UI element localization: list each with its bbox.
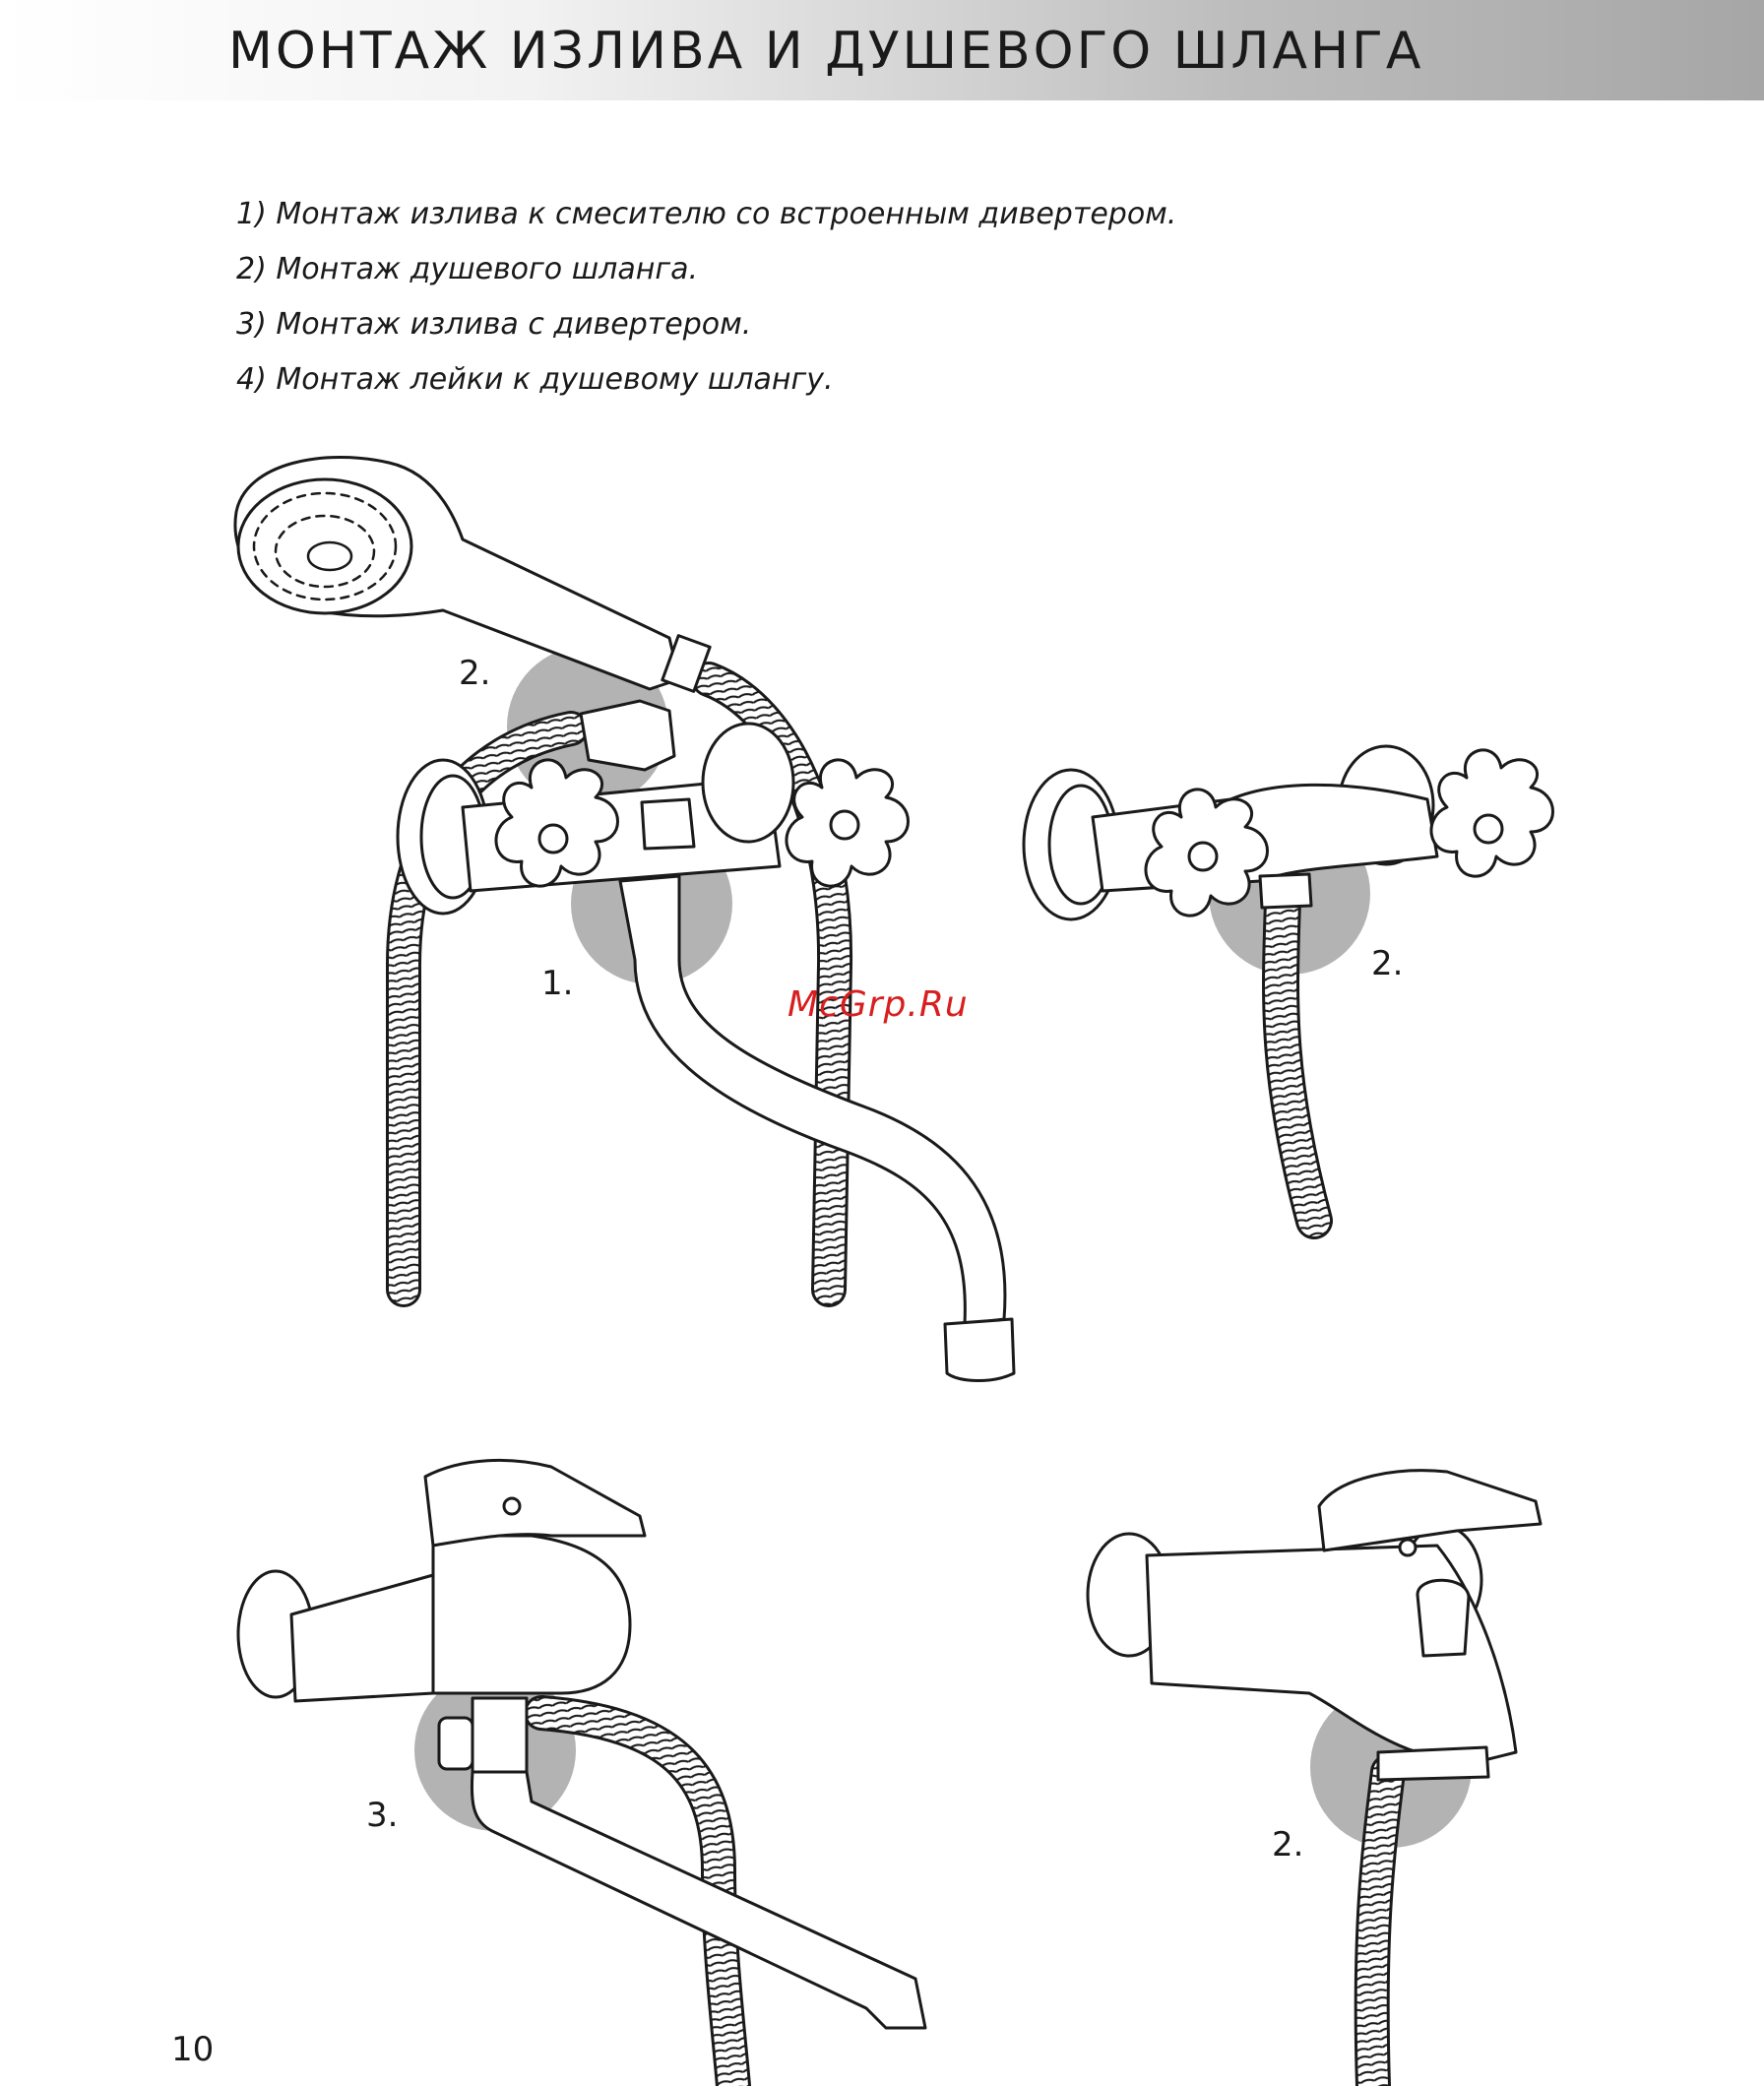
callout-fig3-diverter: 3. (366, 1796, 398, 1835)
figure-single-lever-bath-mixer (1088, 1471, 1541, 2086)
single-lever (425, 1460, 645, 1546)
figure-single-lever-mixer-with-diverter (238, 1460, 925, 2086)
figure-two-handle-mixer-with-shower (235, 457, 1014, 1380)
mixer-body (291, 1575, 433, 1701)
cross-handle-right (1431, 750, 1553, 876)
diverter-knob (642, 799, 694, 849)
diverter-knob (439, 1718, 472, 1769)
shower-hose (1372, 1772, 1388, 2086)
hose-outlet (1260, 874, 1311, 908)
callout-fig1-spout: 1. (541, 964, 573, 1003)
wall-flange-right (703, 724, 793, 842)
callout-fig1-hose: 2. (459, 654, 490, 693)
callout-fig4-hose: 2. (1272, 1825, 1303, 1865)
watermark: McGrp.Ru (788, 984, 969, 1025)
diverter-body (472, 1698, 527, 1772)
page-number: 10 (171, 2030, 214, 2069)
spout-aerator (945, 1319, 1014, 1381)
callout-fig2-hose: 2. (1371, 944, 1403, 983)
hose-holder (581, 701, 674, 770)
mixer-cartridge-body (433, 1536, 630, 1693)
figure-two-handle-shower-mixer (1024, 746, 1553, 1221)
spout-outlet (1378, 1747, 1488, 1780)
diverter-button (1418, 1580, 1469, 1656)
